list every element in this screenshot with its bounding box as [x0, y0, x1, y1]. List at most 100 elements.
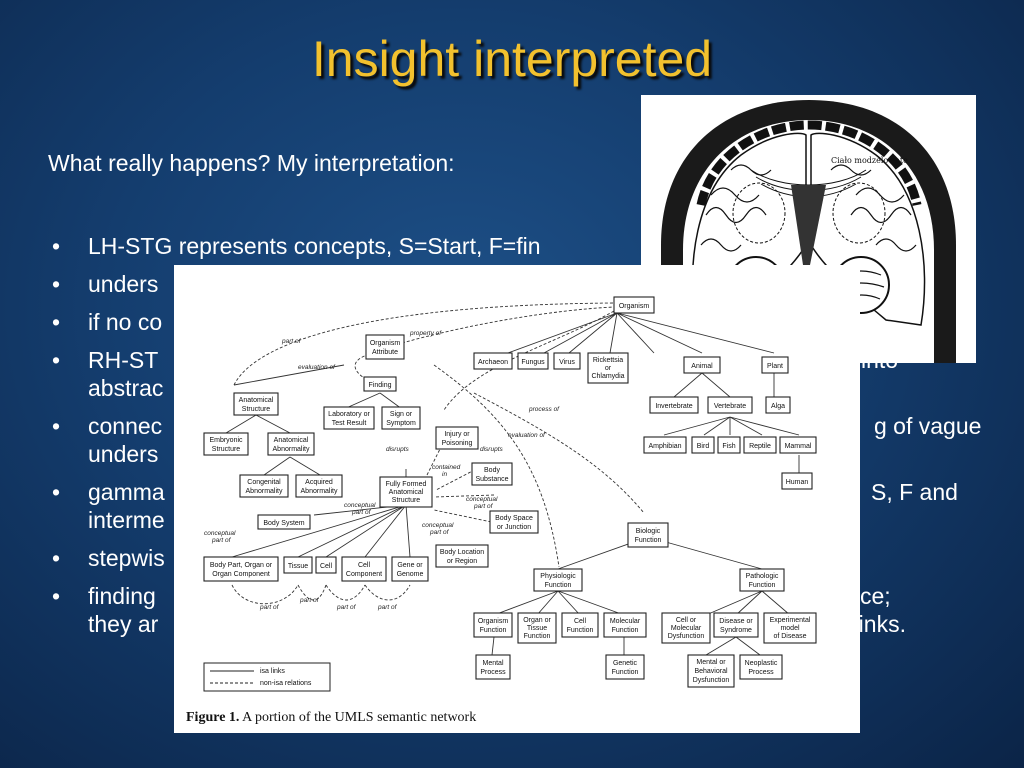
svg-text:Behavioral: Behavioral	[694, 668, 728, 675]
slide-title: Insight interpreted	[0, 30, 1024, 88]
svg-text:part of: part of	[336, 604, 357, 611]
svg-text:Fungus: Fungus	[521, 359, 545, 366]
node-fish: Fish	[718, 437, 740, 453]
node-cell-molecular-dysfunction: Cell orMolecularDysfunction	[662, 613, 710, 643]
svg-text:Neoplastic: Neoplastic	[745, 660, 778, 667]
svg-text:Function: Function	[635, 537, 662, 544]
node-organism: Organism	[614, 297, 654, 313]
node-body-part-organ: Body Part, Organ orOrgan Component	[204, 557, 278, 581]
svg-text:part of: part of	[211, 537, 232, 544]
svg-text:Invertebrate: Invertebrate	[655, 403, 692, 410]
node-organ-tissue-function: Organ orTissueFunction	[518, 613, 556, 643]
svg-text:Process: Process	[480, 669, 506, 676]
svg-text:Abnormality: Abnormality	[273, 446, 310, 453]
node-mental-process: MentalProcess	[476, 655, 510, 679]
svg-text:Syndrome: Syndrome	[720, 627, 752, 634]
node-fungus: Fungus	[518, 353, 548, 369]
node-archaeon: Archaeon	[474, 353, 512, 369]
node-genetic-function: GeneticFunction	[606, 655, 644, 679]
svg-text:Embryonic: Embryonic	[209, 437, 243, 444]
svg-text:Dysfunction: Dysfunction	[668, 633, 705, 640]
svg-text:Abnormality: Abnormality	[246, 488, 283, 495]
node-mammal: Mammal	[780, 437, 816, 453]
legend: isa links non-isa relations	[204, 663, 330, 691]
node-amphibian: Amphibian	[644, 437, 686, 453]
svg-text:or Junction: or Junction	[497, 524, 531, 531]
svg-text:Mammal: Mammal	[785, 443, 812, 450]
svg-text:Structure: Structure	[212, 446, 241, 453]
svg-text:disrupts: disrupts	[480, 446, 504, 453]
svg-text:Injury or: Injury or	[444, 431, 470, 438]
svg-text:contained: contained	[432, 464, 461, 471]
svg-text:Laboratory or: Laboratory or	[328, 411, 370, 418]
svg-text:Cell: Cell	[320, 563, 333, 570]
svg-text:Sign or: Sign or	[390, 411, 413, 418]
svg-text:Attribute: Attribute	[372, 349, 398, 356]
node-cell-function: CellFunction	[562, 613, 598, 637]
svg-text:Body Location: Body Location	[440, 549, 484, 556]
svg-text:Mental or: Mental or	[696, 659, 726, 666]
node-experimental-model: Experimentalmodelof Disease	[764, 613, 816, 643]
node-tissue: Tissue	[284, 557, 312, 573]
node-sign-symptom: Sign orSymptom	[382, 407, 420, 429]
svg-text:Amphibian: Amphibian	[648, 443, 681, 450]
svg-text:part of: part of	[351, 509, 372, 516]
umls-network-figure: part of property of evaluation of proces…	[174, 265, 860, 733]
svg-text:conceptual: conceptual	[204, 530, 236, 537]
svg-text:part of: part of	[429, 529, 450, 536]
svg-text:Fully Formed: Fully Formed	[386, 481, 427, 488]
legend-non-isa: non-isa relations	[260, 680, 312, 687]
svg-text:Function: Function	[545, 582, 572, 589]
node-alga: Alga	[766, 397, 790, 413]
svg-text:Organ or: Organ or	[523, 617, 551, 624]
svg-text:Structure: Structure	[242, 406, 271, 413]
svg-text:Substance: Substance	[475, 476, 508, 483]
svg-text:conceptual: conceptual	[422, 522, 454, 529]
svg-text:Biologic: Biologic	[636, 528, 661, 535]
svg-text:Bird: Bird	[697, 443, 710, 450]
svg-text:process of: process of	[528, 406, 560, 413]
svg-text:Tissue: Tissue	[527, 625, 547, 632]
svg-text:Body Space: Body Space	[495, 515, 533, 522]
svg-text:Chlamydia: Chlamydia	[591, 373, 624, 380]
figure-caption: Figure 1. A portion of the UMLS semantic…	[186, 710, 476, 725]
node-organism-attribute: OrganismAttribute	[366, 335, 404, 359]
svg-text:Function: Function	[749, 582, 776, 589]
svg-text:Congenital: Congenital	[247, 479, 281, 486]
svg-text:Anatomical: Anatomical	[389, 489, 424, 496]
svg-text:evaluation of: evaluation of	[508, 432, 546, 439]
node-body-location-region: Body Location or Region	[436, 545, 488, 567]
intro-text: What really happens? My interpretation:	[48, 150, 455, 177]
svg-text:Poisoning: Poisoning	[442, 440, 473, 447]
svg-text:part of: part of	[473, 503, 494, 510]
svg-text:Body Part, Organ or: Body Part, Organ or	[210, 562, 273, 569]
svg-text:Physiologic: Physiologic	[540, 573, 576, 580]
svg-text:Body System: Body System	[263, 520, 304, 527]
svg-text:Abnormality: Abnormality	[301, 488, 338, 495]
svg-text:in: in	[442, 471, 447, 478]
svg-text:Function: Function	[524, 633, 551, 640]
svg-text:Body: Body	[484, 467, 500, 474]
svg-text:Fish: Fish	[722, 443, 735, 450]
node-cell: Cell	[316, 557, 336, 573]
node-vertebrate: Vertebrate	[708, 397, 752, 413]
svg-text:Reptile: Reptile	[749, 443, 771, 450]
svg-text:part of: part of	[259, 604, 280, 611]
svg-text:or Region: or Region	[447, 558, 477, 565]
node-invertebrate: Invertebrate	[650, 397, 698, 413]
svg-text:Alga: Alga	[771, 403, 785, 410]
svg-text:Acquired: Acquired	[305, 479, 333, 486]
svg-text:Function: Function	[480, 627, 507, 634]
svg-text:Molecular: Molecular	[610, 618, 641, 625]
svg-text:Tissue: Tissue	[288, 563, 308, 570]
